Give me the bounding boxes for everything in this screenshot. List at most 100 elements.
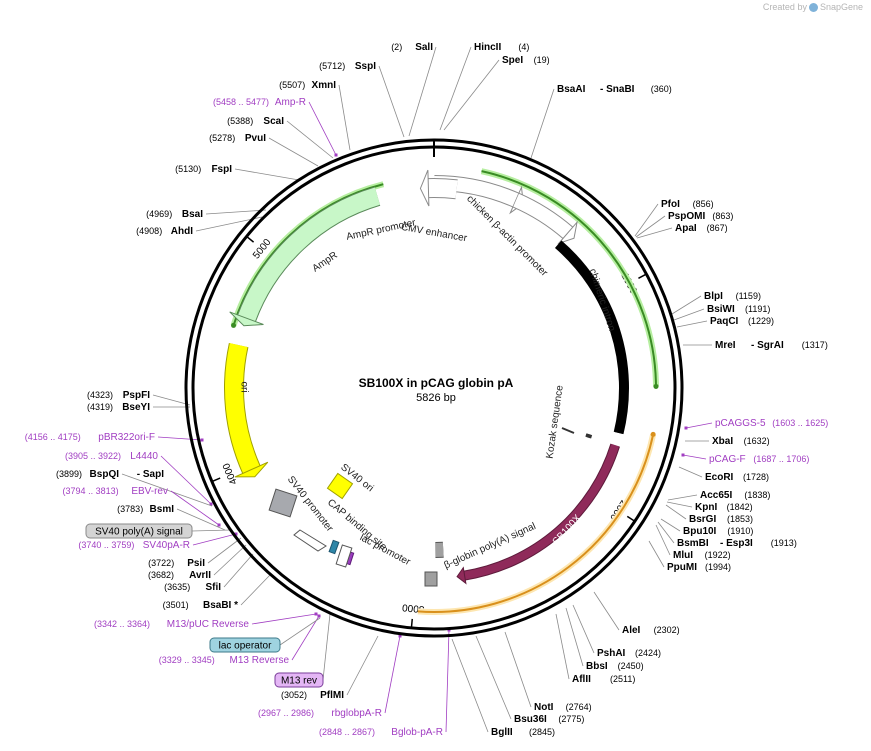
leader-line bbox=[213, 544, 247, 576]
site-position: (3329 .. 3345) bbox=[159, 655, 215, 665]
site-label: EcoRI(1728) bbox=[705, 472, 769, 483]
site-name: HincII bbox=[474, 42, 501, 53]
site-position: (1922) bbox=[705, 550, 731, 560]
site-label: BglII(2845) bbox=[491, 727, 555, 738]
site-name: ApaI bbox=[675, 223, 697, 234]
site-name: - SgrAI bbox=[751, 340, 784, 351]
site-label: M13/pUC Reverse(3342 .. 3364) bbox=[94, 619, 249, 630]
chicken-actin-promoter bbox=[513, 193, 573, 239]
box-m13-rev-text: M13 rev bbox=[281, 676, 317, 687]
tick-mark bbox=[246, 235, 255, 243]
site-label: PvuI(5278) bbox=[209, 133, 266, 144]
site-label: PspFI(4323) bbox=[87, 390, 150, 401]
leader-line bbox=[286, 120, 334, 159]
site-name: Acc65I bbox=[700, 490, 732, 501]
leader-line bbox=[445, 629, 450, 733]
ampr-arrowhead bbox=[229, 311, 264, 327]
site-name: AflII bbox=[572, 674, 591, 685]
site-label: Bsu36I(2775) bbox=[514, 714, 584, 725]
lbl-kozak: Kozak sequence bbox=[545, 384, 566, 459]
globin-polya-block bbox=[424, 571, 438, 587]
site-label: BseYI(4319) bbox=[87, 402, 150, 413]
cap-site-block bbox=[328, 539, 340, 555]
box-leader bbox=[279, 617, 321, 646]
site-label: rbglobpA-R(2967 .. 2986) bbox=[258, 708, 382, 719]
site-label: PaqCI(1229) bbox=[710, 316, 774, 327]
site-position: (4323) bbox=[87, 390, 113, 400]
site-position: (4969) bbox=[146, 209, 172, 219]
leader-line bbox=[160, 455, 212, 505]
chimeric-intron bbox=[555, 241, 628, 434]
site-position: (4908) bbox=[136, 226, 162, 236]
site-name: ScaI bbox=[263, 116, 284, 127]
tick-mark bbox=[211, 477, 221, 483]
site-position: (3794 .. 3813) bbox=[63, 486, 119, 496]
site-position: (1603 .. 1625) bbox=[772, 418, 828, 428]
site-position: (867) bbox=[707, 223, 728, 233]
site-name: PflMI bbox=[320, 690, 344, 701]
lbl-globin-polya: β-globin poly(A) signal bbox=[443, 521, 538, 571]
leader-line bbox=[234, 168, 300, 181]
site-name: BsmBI bbox=[677, 538, 709, 549]
leader-line bbox=[665, 504, 687, 520]
site-name: SalI bbox=[415, 42, 433, 53]
leader-line bbox=[572, 604, 595, 654]
leader-line bbox=[223, 553, 254, 588]
promoter-arrow bbox=[293, 529, 327, 552]
site-name: Amp-R bbox=[275, 97, 306, 108]
site-label: PshAI(2424) bbox=[597, 648, 661, 659]
leader-line bbox=[530, 88, 555, 159]
primer-site-mark bbox=[234, 532, 238, 536]
leader-line bbox=[555, 613, 570, 680]
site-position: (5507) bbox=[279, 80, 305, 90]
tick-mark bbox=[626, 515, 636, 522]
site-label: AhdI(4908) bbox=[136, 226, 193, 237]
primer-site-mark bbox=[200, 438, 204, 442]
site-position: (2511) bbox=[610, 674, 635, 684]
credit-created-by: Created by bbox=[762, 2, 807, 12]
site-name: pCAGGS-5 bbox=[715, 418, 766, 429]
site-position: (5388) bbox=[227, 116, 253, 126]
site-position: (1842) bbox=[727, 502, 753, 512]
site-label: EBV-rev(3794 .. 3813) bbox=[63, 486, 168, 497]
site-position: (3501) bbox=[163, 600, 189, 610]
site-position: (2848 .. 2867) bbox=[319, 727, 375, 737]
site-label: BsmI(3783) bbox=[117, 504, 174, 515]
site-label: ScaI (5388) bbox=[227, 116, 284, 127]
snapgene-logo-icon bbox=[808, 2, 818, 12]
leader-line bbox=[634, 203, 659, 237]
site-label: pCAGGS-5 (1603 .. 1625) bbox=[715, 418, 828, 429]
leader-line bbox=[673, 308, 705, 321]
arc-pcaggs bbox=[481, 170, 657, 387]
tick-mark bbox=[638, 273, 647, 280]
leader-line bbox=[648, 540, 665, 568]
ori bbox=[225, 343, 260, 474]
site-label: PsiI(3722) bbox=[148, 558, 205, 569]
leader-line bbox=[157, 436, 203, 441]
leader-line bbox=[666, 501, 693, 508]
site-label: pCAG-F(1687 .. 1706) bbox=[709, 454, 809, 465]
lbl-chimeric-intron: chimeric intron bbox=[587, 267, 618, 332]
site-label: pBR322ori-F(4156 .. 4175) bbox=[25, 432, 155, 443]
sb100x-outline bbox=[463, 443, 620, 581]
site-position: (2) bbox=[391, 42, 402, 52]
site-name: SV40pA-R bbox=[143, 540, 190, 551]
primer-site-mark bbox=[317, 614, 321, 618]
lac-promoter-block bbox=[335, 544, 353, 568]
leader-line bbox=[682, 454, 707, 460]
site-label: AflII (2511) bbox=[572, 674, 635, 685]
site-name: NotI bbox=[534, 702, 554, 713]
site-name: BglII bbox=[491, 727, 513, 738]
leader-line bbox=[451, 638, 489, 733]
site-name: KpnI bbox=[695, 502, 717, 513]
leader-line bbox=[251, 613, 317, 625]
site-position: (5458 .. 5477) bbox=[213, 97, 269, 107]
site-label: SfiI(3635) bbox=[164, 582, 221, 593]
leader-line bbox=[240, 574, 271, 606]
site-label: Amp-R (5458 .. 5477) bbox=[213, 97, 306, 108]
site-name: SfiI bbox=[205, 582, 221, 593]
leader-line bbox=[192, 533, 237, 546]
sb100x bbox=[463, 443, 620, 580]
site-name: rbglobpA-R bbox=[331, 708, 382, 719]
